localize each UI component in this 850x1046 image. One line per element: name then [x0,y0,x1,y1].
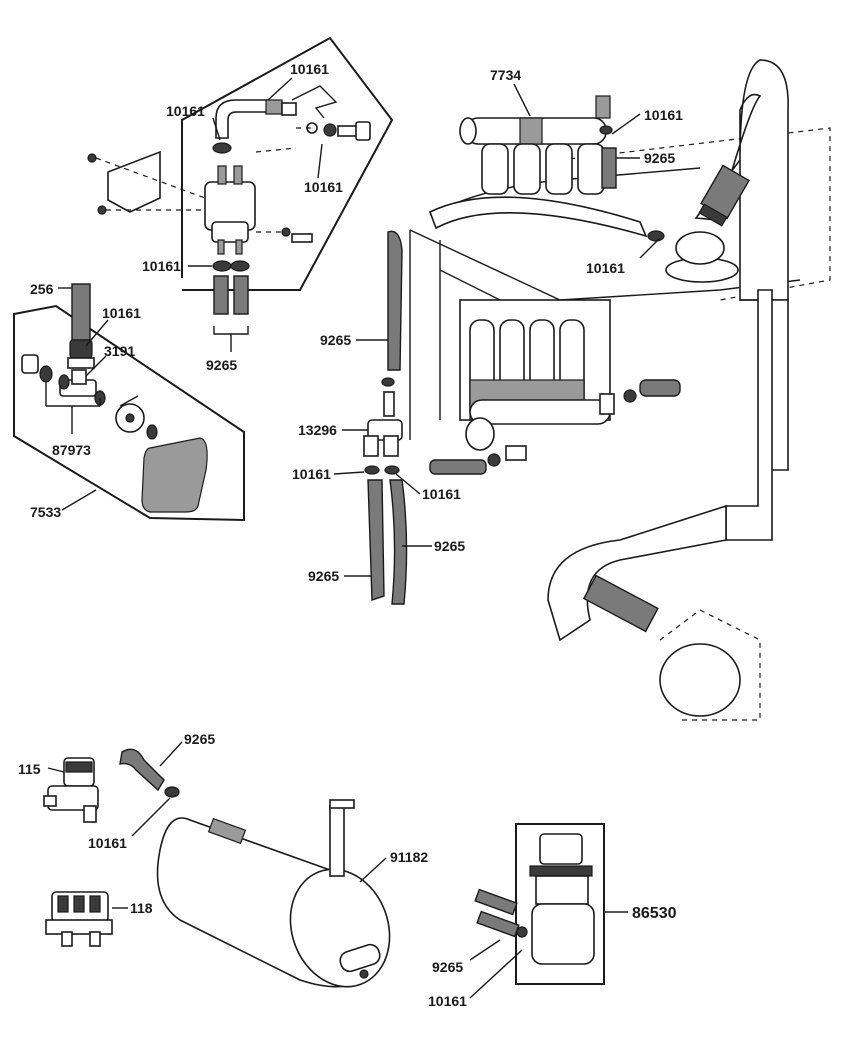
upper-hose [428,196,648,238]
valve-block-118 [45,891,113,947]
label-10161: 10161 [292,466,331,482]
filter-cap [141,437,208,513]
label-10161: 10161 [428,993,467,1009]
water-filter-detail [13,283,245,522]
label-10161: 10161 [88,835,127,851]
leader-lines [45,77,661,999]
filter-86530-detail [474,823,605,985]
vertical-hose-left [387,230,403,371]
label-256: 256 [30,281,54,297]
label-87973: 87973 [52,442,91,458]
label-9265: 9265 [206,357,237,373]
label-9265: 9265 [644,150,675,166]
label-10161: 10161 [422,486,461,502]
label-9265: 9265 [434,538,465,554]
tank-91182 [156,799,391,988]
heater-main-assembly [363,59,831,721]
filler-cap [675,231,725,265]
label-115: 115 [18,761,41,777]
label-10161: 10161 [644,107,683,123]
label-9265: 9265 [308,568,339,584]
label-10161: 10161 [142,258,181,274]
pump-housing [659,643,741,717]
label-10161: 10161 [102,305,141,321]
label-13296: 13296 [298,422,337,438]
label-9265: 9265 [432,959,463,975]
label-10161: 10161 [290,61,329,77]
label-118: 118 [130,900,153,916]
label-3191: 3191 [104,343,135,359]
solenoid-valve-115 [43,757,99,823]
detail-outline [181,36,394,291]
part-number-labels: 10161 10161 10161 10161 9265 256 10161 3… [18,61,683,1009]
label-7734: 7734 [490,67,521,83]
label-91182: 91182 [390,849,428,865]
pump-assembly-detail [87,36,394,342]
label-10161: 10161 [166,103,205,119]
hose-9265-small [119,748,180,798]
label-7533: 7533 [30,504,61,520]
hose-256 [71,283,91,341]
label-10161: 10161 [304,179,343,195]
label-9265: 9265 [320,332,351,348]
mounting-bracket [107,150,161,213]
label-86530: 86530 [632,905,677,922]
label-9265: 9265 [184,731,215,747]
detail-outline [13,304,245,522]
elbow-hose [215,99,269,139]
label-10161: 10161 [586,260,625,276]
